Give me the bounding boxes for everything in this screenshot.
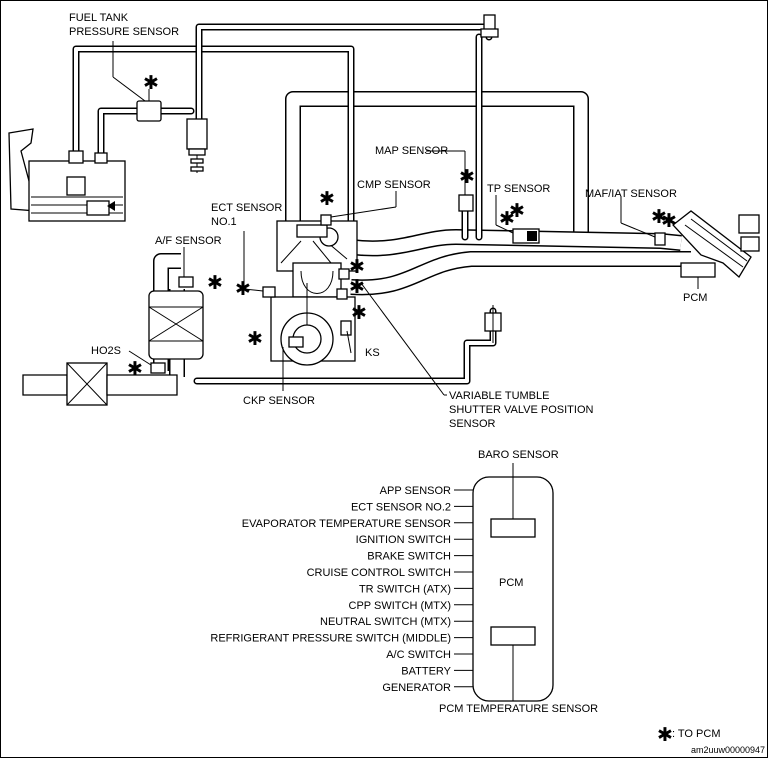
tp-sensor-label: TP SENSOR (487, 183, 550, 195)
fuel-tank-pressure-sensor-label-1: FUEL TANK (69, 12, 129, 24)
to-pcm-marker: ✱ (351, 302, 367, 324)
pcm-input-label: NEUTRAL SWITCH (MTX) (320, 616, 451, 628)
to-pcm-markers: ✱ ✱ ✱ ✱ ✱ ✱ ✱ ✱ ✱ ✱ ✱ ✱ ✱ ✱ (127, 72, 677, 380)
pcm-block: BARO SENSOR PCM PCM TEMPERATURE SENSOR A… (210, 449, 598, 715)
baro-sensor-label: BARO SENSOR (478, 449, 559, 461)
pcm-input-label: CPP SWITCH (MTX) (349, 600, 451, 612)
to-pcm-marker: ✱ (349, 276, 365, 298)
figure-code: am2uuw00000947 (691, 745, 765, 755)
pcm-input-label: BRAKE SWITCH (367, 551, 451, 563)
to-pcm-marker: ✱ (499, 208, 515, 230)
pcm-temperature-sensor-box (490, 626, 536, 646)
baro-sensor-box (490, 518, 536, 538)
fuel-tank (8, 128, 126, 222)
pcm-input-label: IGNITION SWITCH (356, 534, 451, 546)
maf-iat-sensor-part (654, 232, 666, 246)
to-pcm-marker: ✱ (235, 278, 251, 300)
pcm-input-label: GENERATOR (382, 682, 451, 694)
to-pcm-marker: ✱ (319, 188, 335, 210)
legend-text: : TO PCM (672, 728, 721, 740)
intake-duct (153, 91, 691, 377)
legend: ✱ : TO PCM am2uuw00000947 (657, 724, 765, 755)
ks-label: KS (365, 347, 380, 359)
fuel-tank-pressure-sensor (136, 89, 162, 122)
vts-valve-part (484, 305, 502, 343)
tp-sensor-part (512, 228, 540, 244)
to-pcm-marker: ✱ (349, 256, 365, 278)
pcm-input-label: A/C SWITCH (386, 649, 451, 661)
pcm-input-label: APP SENSOR (380, 485, 451, 497)
to-pcm-marker: ✱ (127, 358, 143, 380)
to-pcm-marker: ✱ (143, 72, 159, 94)
pcm-input-label: ECT SENSOR NO.2 (351, 501, 451, 513)
air-cleaner (672, 210, 760, 279)
pcm-engine-part (680, 262, 716, 278)
pcm-temperature-sensor-label: PCM TEMPERATURE SENSOR (439, 703, 598, 715)
vts-label-3: SENSOR (449, 418, 496, 430)
to-pcm-marker: ✱ (651, 206, 667, 228)
pcm-input-label: REFRIGERANT PRESSURE SWITCH (MIDDLE) (210, 633, 451, 645)
exhaust-system (22, 290, 204, 406)
to-pcm-marker: ✱ (247, 328, 263, 350)
engine-sensors (150, 214, 352, 374)
pcm-block-label: PCM (499, 577, 523, 589)
pcm-input-label: BATTERY (401, 665, 451, 677)
to-pcm-marker: ✱ (509, 200, 525, 222)
fuel-tank-pressure-sensor-label-2: PRESSURE SENSOR (69, 26, 179, 38)
to-pcm-marker: ✱ (459, 166, 475, 188)
legend-symbol: ✱ (657, 724, 673, 746)
pcm-input-label: TR SWITCH (ATX) (359, 583, 451, 595)
ckp-sensor-label: CKP SENSOR (243, 395, 315, 407)
map-sensor-label: MAP SENSOR (375, 145, 448, 157)
map-sensor-part (458, 194, 474, 212)
to-pcm-marker: ✱ (207, 272, 223, 294)
to-pcm-marker: ✱ (661, 210, 677, 232)
purge-solenoid (480, 14, 499, 38)
ect-sensor-no1-label-2: NO.1 (211, 216, 237, 228)
maf-iat-sensor-label: MAF/IAT SENSOR (585, 188, 677, 200)
ect-sensor-no1-label-1: ECT SENSOR (211, 202, 282, 214)
evap-canister (186, 118, 208, 173)
leader-lines (112, 41, 699, 396)
cmp-sensor-label: CMP SENSOR (357, 179, 431, 191)
pcm-input-label: EVAPORATOR TEMPERATURE SENSOR (242, 518, 451, 530)
vts-label-1: VARIABLE TUMBLE (449, 390, 549, 402)
engine (270, 220, 358, 366)
component-labels: FUEL TANK PRESSURE SENSOR MAP SENSOR CMP… (69, 12, 707, 430)
vts-label-2: SHUTTER VALVE POSITION (449, 404, 594, 416)
pcm-input-label: CRUISE CONTROL SWITCH (307, 567, 451, 579)
af-sensor-label: A/F SENSOR (155, 235, 222, 247)
ho2s-label: HO2S (91, 345, 121, 357)
pcm-engine-label: PCM (683, 292, 707, 304)
